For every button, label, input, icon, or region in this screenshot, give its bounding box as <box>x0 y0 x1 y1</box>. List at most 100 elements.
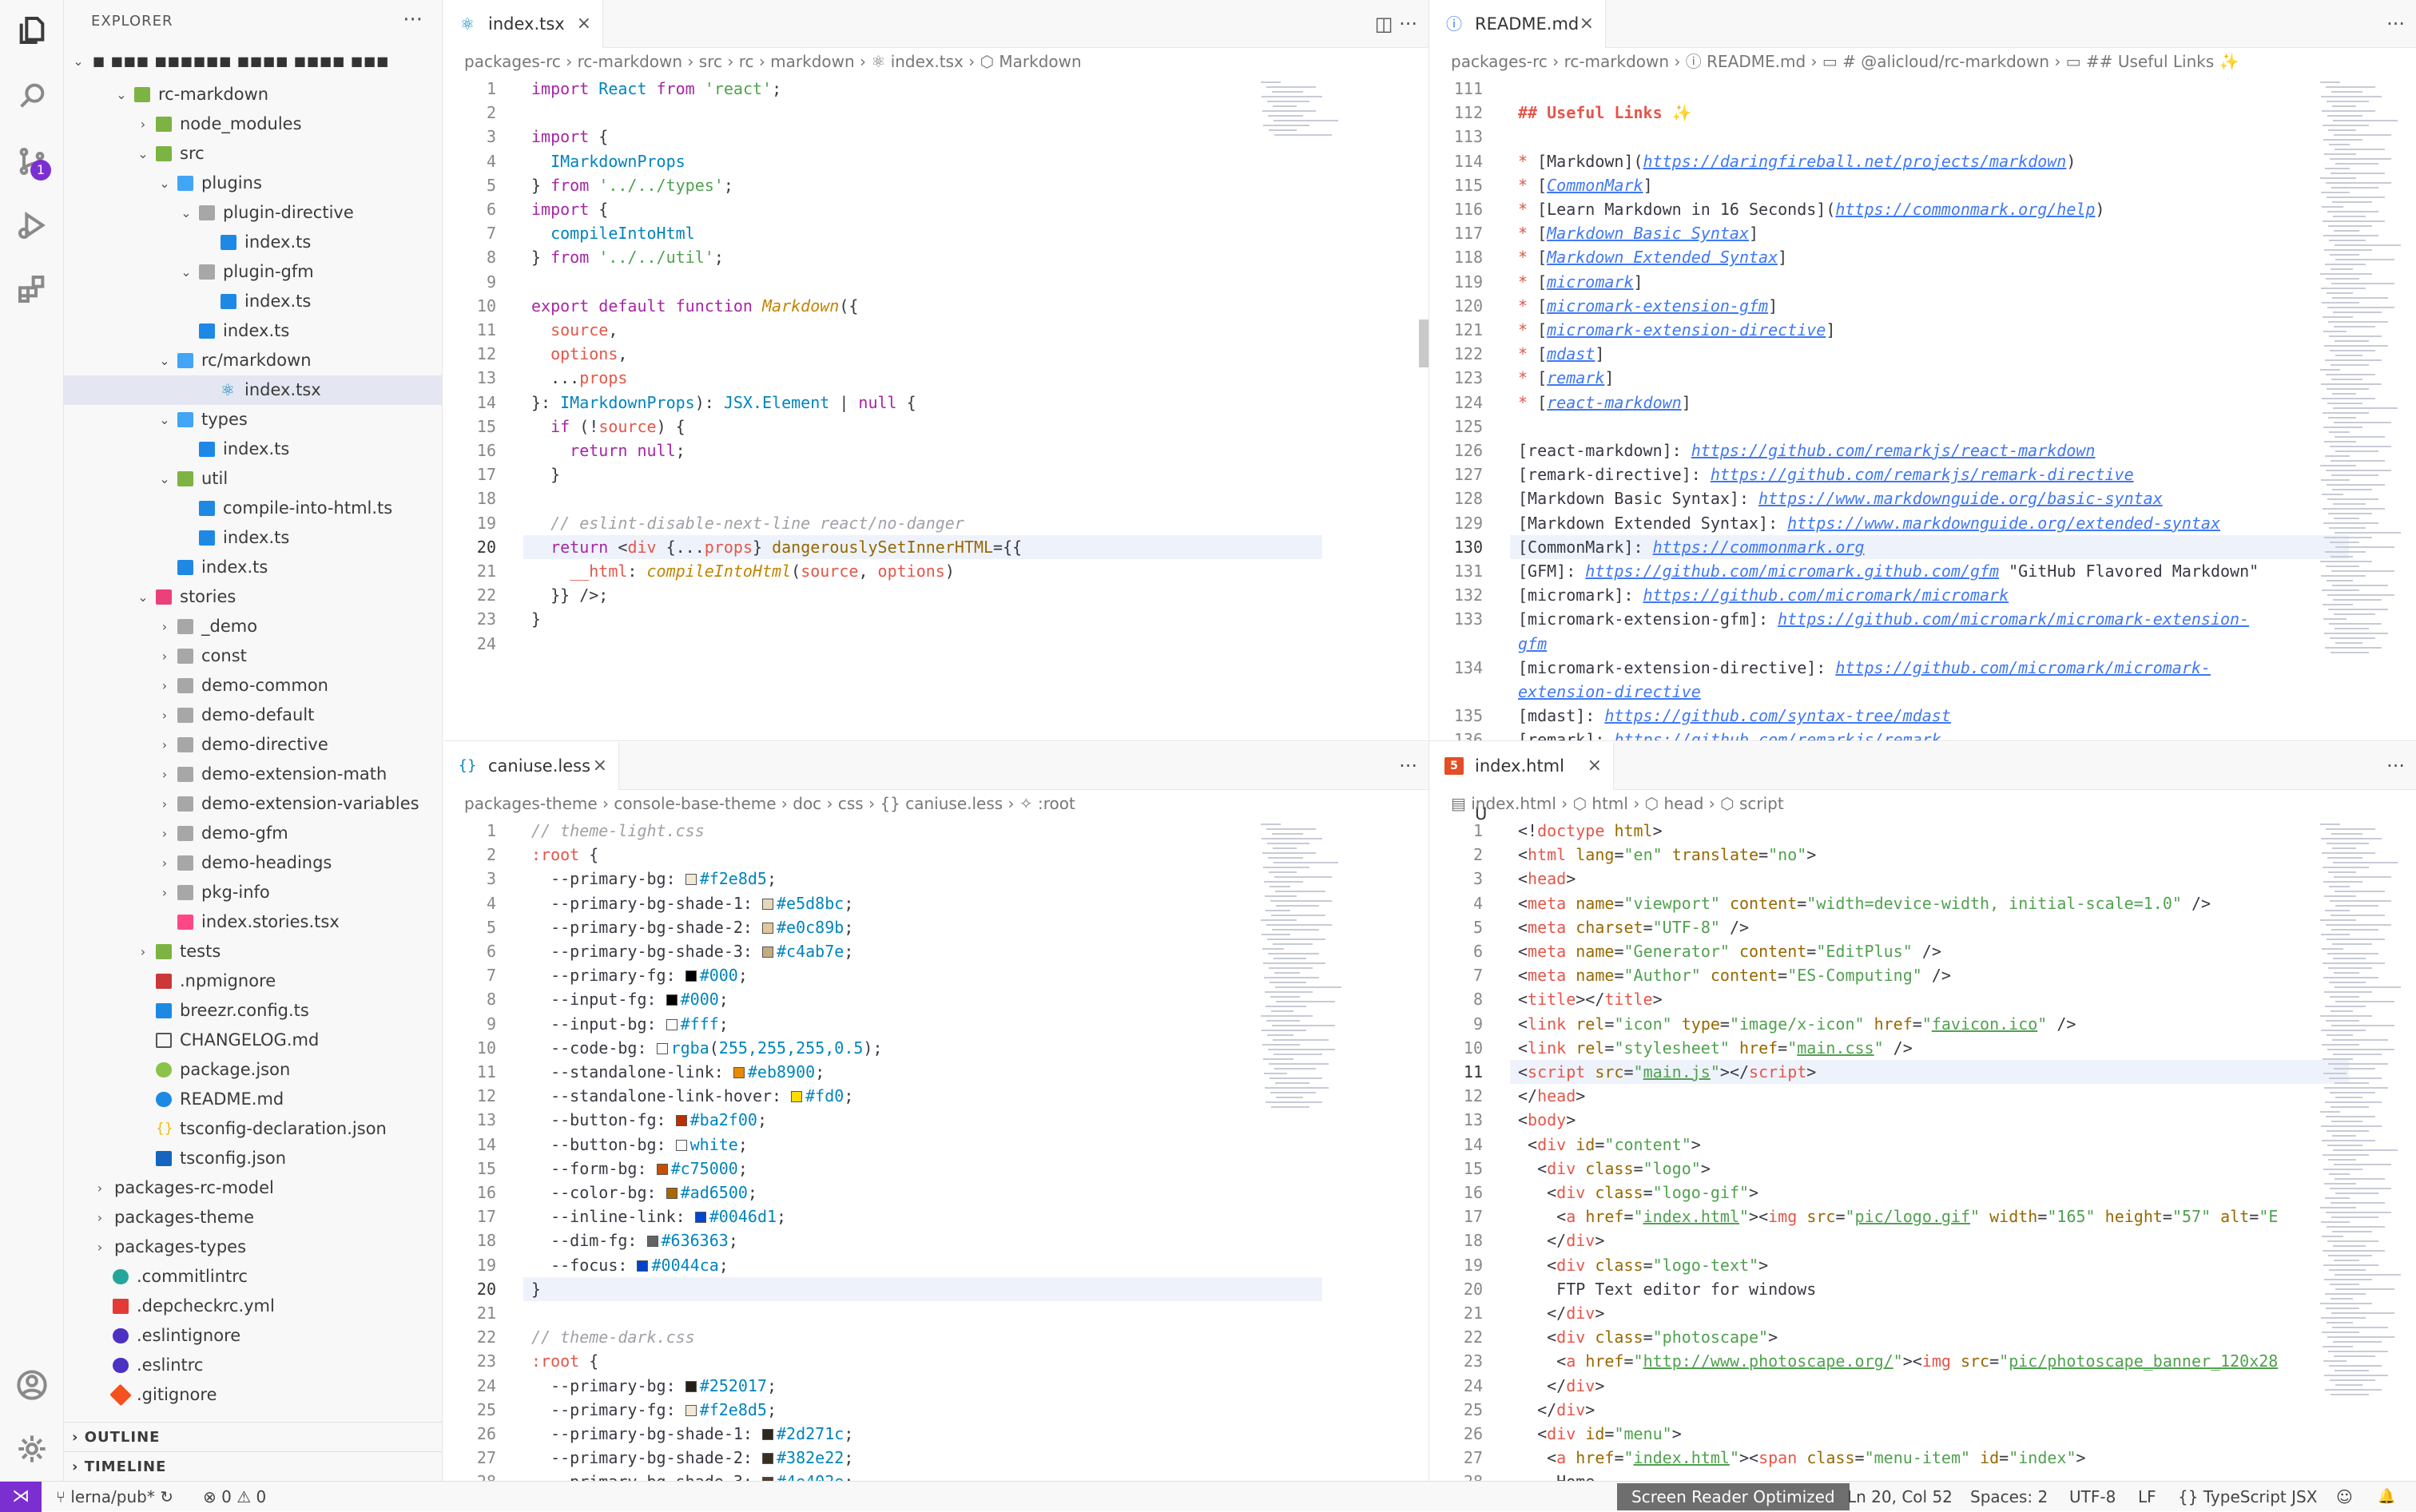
tree-item[interactable]: ›packages-theme <box>64 1203 442 1232</box>
code-line[interactable]: ...props <box>531 368 628 388</box>
tree-item[interactable]: .eslintrc <box>64 1351 442 1380</box>
tree-item[interactable]: ⌄plugin-directive <box>64 198 442 228</box>
breadcrumb[interactable]: packages-rc › rc-markdown › ⓘ README.md … <box>1451 52 2239 71</box>
code-line[interactable]: * [Markdown Extended Syntax] <box>1518 248 1788 268</box>
tree-item[interactable]: {}tsconfig-declaration.json <box>64 1114 442 1144</box>
code-line[interactable]: [micromark-extension-gfm]: https://githu… <box>1518 609 2250 629</box>
tree-item[interactable]: ›_demo <box>64 612 442 641</box>
tree-item[interactable]: .commitlintrc <box>64 1262 442 1292</box>
code-line[interactable]: --primary-bg-shade-3: #c4ab7e; <box>550 942 854 961</box>
code-line[interactable]: --form-bg: #c75000; <box>550 1158 748 1178</box>
close-icon[interactable]: × <box>592 756 607 776</box>
code-line[interactable]: </head> <box>1518 1086 1586 1106</box>
tree-item[interactable]: ›packages-rc-model <box>64 1173 442 1203</box>
line-ending[interactable]: LF <box>2138 1487 2156 1506</box>
code-line[interactable]: }: IMarkdownProps): JSX.Element | null { <box>531 392 916 412</box>
tree-item[interactable]: tsconfig.json <box>64 1144 442 1173</box>
code-line[interactable]: // theme-light.css <box>531 821 705 840</box>
tree-item[interactable]: ›demo-common <box>64 671 442 700</box>
explorer-icon[interactable] <box>13 11 51 50</box>
tree-item[interactable]: ›demo-default <box>64 700 442 730</box>
code-line[interactable]: --primary-bg: #f2e8d5; <box>550 869 777 889</box>
code-line[interactable]: [micromark-extension-directive]: https:/… <box>1518 657 2211 677</box>
code-line[interactable]: [react-markdown]: https://github.com/rem… <box>1518 441 2096 460</box>
code-line[interactable]: <meta name="Generator" content="EditPlus… <box>1518 942 1941 961</box>
code-line[interactable]: } <box>531 1279 542 1299</box>
code-line[interactable]: --focus: #0044ca; <box>550 1255 729 1275</box>
code-line[interactable]: </div> <box>1518 1399 1595 1419</box>
code-line[interactable]: * [mdast] <box>1518 344 1605 364</box>
code-line[interactable]: * [remark] <box>1518 368 1615 388</box>
tree-item[interactable]: ›demo-extension-math <box>64 760 442 789</box>
code-line[interactable]: // eslint-disable-next-line react/no-dan… <box>550 513 964 533</box>
feedback-icon[interactable]: ☺ <box>2336 1487 2353 1506</box>
code-line[interactable]: <a href="index.html"><span class="menu-i… <box>1518 1448 2086 1468</box>
code-line[interactable]: [Markdown Extended Syntax]: https://www.… <box>1518 513 2221 533</box>
remote-icon[interactable]: ⋊ <box>0 1482 42 1512</box>
code-line[interactable]: source, <box>550 320 618 339</box>
code-line[interactable]: <a href="index.html"><img src="pic/logo.… <box>1518 1207 2279 1227</box>
code-line[interactable]: <body> <box>1518 1110 1576 1130</box>
tree-item[interactable]: index.ts <box>64 228 442 257</box>
tree-item[interactable]: ›demo-gfm <box>64 819 442 848</box>
code-line[interactable]: --code-bg: rgba(255,255,255,0.5); <box>550 1038 883 1058</box>
tab-readme-md[interactable]: ⓘ README.md × <box>1430 0 1606 48</box>
tree-item[interactable]: .gitignore <box>64 1380 442 1410</box>
tree-item[interactable]: ›demo-extension-variables <box>64 789 442 819</box>
minimap[interactable] <box>1261 77 1341 740</box>
tree-item[interactable]: index.ts <box>64 435 442 464</box>
run-debug-icon[interactable] <box>13 206 51 244</box>
breadcrumb[interactable]: ▤ index.html › ⬡ html › ⬡ head › ⬡ scrip… <box>1451 794 1784 813</box>
code-line[interactable]: [Markdown Basic Syntax]: https://www.mar… <box>1518 489 2163 509</box>
tree-item[interactable]: ›tests <box>64 937 442 966</box>
more-actions-button[interactable]: ··· <box>403 8 423 32</box>
tree-item[interactable]: .eslintignore <box>64 1321 442 1351</box>
tree-item[interactable]: index.stories.tsx <box>64 907 442 937</box>
gear-icon[interactable] <box>13 1430 51 1468</box>
code-line[interactable]: [remark-directive]: https://github.com/r… <box>1518 465 2134 485</box>
tree-item[interactable]: ⌄stories <box>64 582 442 612</box>
tree-item[interactable]: ⌄plugins <box>64 169 442 198</box>
code-line[interactable]: --color-bg: #ad6500; <box>550 1183 757 1202</box>
code-line[interactable]: <head> <box>1518 869 1576 889</box>
code-line[interactable]: extension-directive <box>1518 682 1701 701</box>
code-line[interactable]: options, <box>550 344 628 364</box>
code-line[interactable]: ## Useful Links ✨ <box>1518 103 1692 123</box>
code-line[interactable]: <html lang="en" translate="no"> <box>1518 845 1817 865</box>
tree-item[interactable]: index.ts <box>64 553 442 582</box>
tree-item[interactable]: breezr.config.ts <box>64 996 442 1026</box>
code-line[interactable]: <script src="main.js"></script> <box>1518 1062 1817 1081</box>
cursor-position[interactable]: Ln 20, Col 52 <box>1847 1487 1953 1506</box>
tab-index-html[interactable]: 5 index.html U × <box>1430 742 1614 823</box>
code-line[interactable]: --inline-link: #0046d1; <box>550 1207 787 1227</box>
code-line[interactable]: </div> <box>1518 1231 1605 1251</box>
editor-actions[interactable]: ··· <box>1399 755 1417 777</box>
code-editor[interactable]: 1<!doctype html>2<html lang="en" transla… <box>1430 819 2416 1481</box>
tree-item[interactable]: ›demo-directive <box>64 730 442 760</box>
code-line[interactable]: if (!source) { <box>550 416 685 436</box>
code-line[interactable]: IMarkdownProps <box>550 151 685 171</box>
minimap[interactable] <box>2320 819 2401 1481</box>
code-line[interactable]: <div class="logo-text"> <box>1518 1255 1769 1275</box>
code-line[interactable]: } <box>531 609 542 629</box>
code-line[interactable]: return <div {...props} dangerouslySetInn… <box>550 537 1023 557</box>
tree-item[interactable]: .npmignore <box>64 966 442 996</box>
code-line[interactable]: * [Markdown](https://daringfireball.net/… <box>1518 151 2076 171</box>
problems-indicator[interactable]: ⊗ 0 ⚠ 0 <box>203 1487 267 1506</box>
code-line[interactable]: <!doctype html> <box>1518 821 1663 840</box>
tree-item[interactable]: index.ts <box>64 287 442 316</box>
tree-item[interactable]: ⚛index.tsx <box>64 375 442 405</box>
code-line[interactable]: <div class="logo"> <box>1518 1158 1711 1178</box>
tree-item[interactable]: ⌄rc/markdown <box>64 346 442 375</box>
close-icon[interactable]: × <box>1579 14 1594 34</box>
code-line[interactable]: [mdast]: https://github.com/syntax-tree/… <box>1518 706 1951 726</box>
code-line[interactable]: // theme-dark.css <box>531 1327 695 1347</box>
code-line[interactable]: --primary-bg: #252017; <box>550 1375 777 1395</box>
code-line[interactable]: <title></title> <box>1518 990 1663 1010</box>
tab-index-tsx[interactable]: ⚛ index.tsx × <box>443 0 603 48</box>
minimap[interactable] <box>1261 819 1341 1481</box>
tree-item[interactable]: ⌄src <box>64 139 442 169</box>
